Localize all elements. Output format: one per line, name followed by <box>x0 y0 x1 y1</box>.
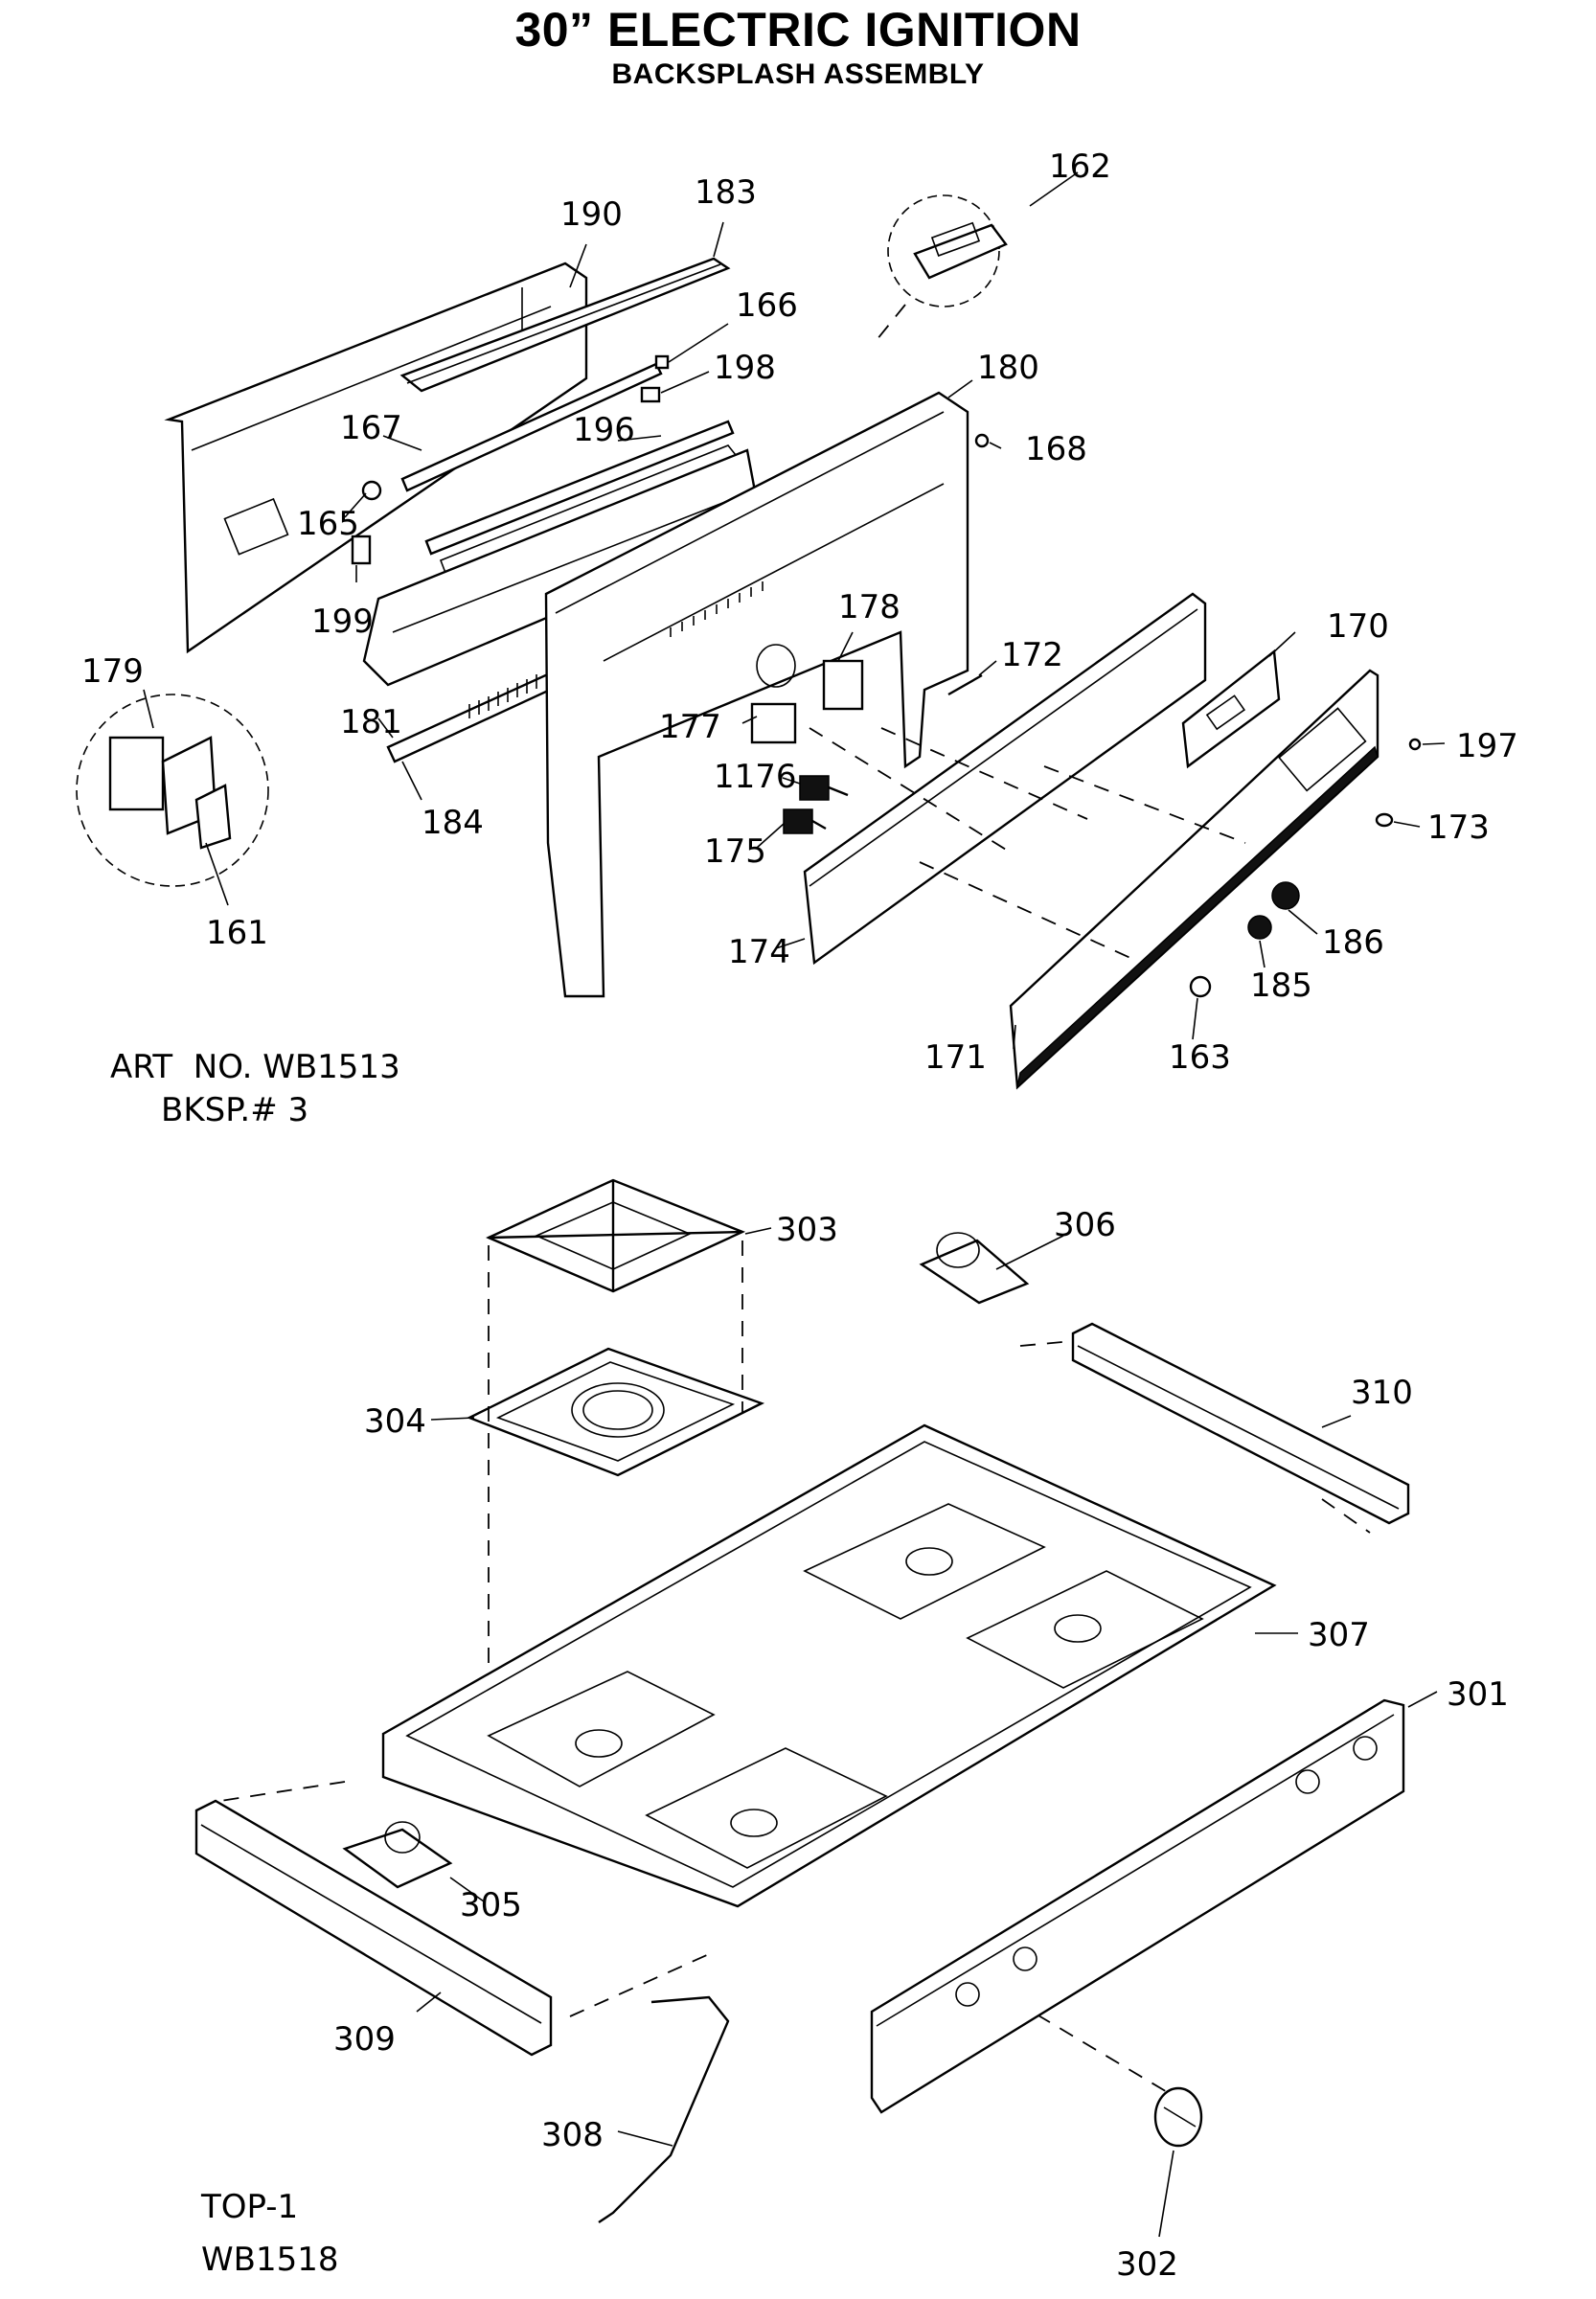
label-163: 163 <box>1169 1038 1231 1077</box>
label-310: 310 <box>1351 1374 1413 1412</box>
part-306-bracket <box>919 1232 1030 1305</box>
label-197: 197 <box>1456 727 1518 765</box>
part-199-clip <box>351 535 372 565</box>
part-1176-valve <box>799 775 849 801</box>
label-168: 168 <box>1025 430 1087 468</box>
label-184: 184 <box>422 804 484 842</box>
title-sub: BACKSPLASH ASSEMBLY <box>611 58 985 90</box>
label-162: 162 <box>1049 148 1111 186</box>
part-310-rear-trim <box>1071 1322 1410 1525</box>
label-198: 198 <box>714 349 776 387</box>
part-165-fastener <box>361 480 382 501</box>
part-172-spacer <box>947 673 983 696</box>
label-307: 307 <box>1308 1616 1370 1654</box>
label-190: 190 <box>560 195 623 234</box>
part-303-grate <box>486 1178 746 1293</box>
label-183: 183 <box>695 173 757 212</box>
part-301-manifold-panel <box>870 1698 1405 2114</box>
label-308: 308 <box>541 2116 604 2154</box>
part-166-fastener <box>654 354 670 370</box>
part-177-switch <box>750 644 797 744</box>
label-302: 302 <box>1116 2245 1178 2284</box>
label-161: 161 <box>206 914 268 952</box>
top-leader-lines <box>416 1227 1438 2238</box>
part-174-control-panel <box>803 592 1207 966</box>
part-302-knob <box>1153 2086 1203 2148</box>
label-186: 186 <box>1322 923 1384 962</box>
backsplash-guide-lines <box>809 727 1246 959</box>
part-170-clock <box>1181 649 1281 769</box>
label-177: 177 <box>659 708 721 746</box>
part-167-rail <box>400 362 663 492</box>
label-179: 179 <box>81 652 144 691</box>
label-173: 173 <box>1427 808 1490 847</box>
label-171: 171 <box>924 1038 987 1077</box>
label-1176: 1176 <box>714 758 797 796</box>
label-167: 167 <box>340 409 402 447</box>
label-306: 306 <box>1054 1206 1116 1244</box>
art-number-backsplash: ART NO. WB1513 BKSP.# 3 <box>110 1048 400 1129</box>
part-185-knob <box>1247 915 1272 940</box>
part-168-screw <box>974 433 990 448</box>
label-175: 175 <box>704 832 766 871</box>
label-180: 180 <box>977 349 1039 387</box>
label-178: 178 <box>838 588 901 626</box>
part-180-front-frame <box>544 391 969 998</box>
label-174: 174 <box>728 933 790 971</box>
part-labels: 162 183 190 166 180 198 168 167 196 165 … <box>81 148 1518 2284</box>
diagram-title: 30” ELECTRIC IGNITION BACKSPLASH ASSEMBL… <box>0 0 1596 92</box>
part-183-trim-strip <box>399 257 731 393</box>
part-197-screw <box>1408 738 1422 751</box>
label-305: 305 <box>460 1886 522 1924</box>
art-number-backsplash-line2: BKSP.# 3 <box>161 1091 308 1129</box>
label-181: 181 <box>340 703 402 741</box>
top-assembly <box>194 1178 1438 2238</box>
part-198-clip <box>640 386 661 403</box>
art-number-top: TOP-1 WB1518 <box>200 2188 338 2279</box>
part-171-trim-plate <box>1009 669 1379 1090</box>
part-305-bracket <box>342 1821 453 1889</box>
label-172: 172 <box>1001 636 1063 674</box>
part-178-switch <box>822 659 864 711</box>
part-309-front-trim <box>194 1799 553 2057</box>
part-186-knob <box>1271 881 1300 910</box>
label-309: 309 <box>333 2020 396 2059</box>
label-170: 170 <box>1327 607 1389 646</box>
part-175-valve <box>783 808 827 834</box>
detail-circle-179 <box>76 694 269 887</box>
label-196: 196 <box>573 411 635 449</box>
part-163-nut <box>1189 975 1212 998</box>
label-185: 185 <box>1250 967 1312 1005</box>
part-173-clip <box>1375 812 1394 828</box>
art-number-top-line1: TOP-1 <box>200 2188 298 2226</box>
detail-circle-162 <box>876 194 1008 341</box>
part-307-cooktop <box>381 1423 1277 1908</box>
part-304-drip-pan <box>467 1347 765 1477</box>
label-165: 165 <box>297 505 359 543</box>
art-number-top-line2: WB1518 <box>201 2241 338 2279</box>
title-main: 30” ELECTRIC IGNITION <box>514 3 1082 57</box>
backsplash-assembly <box>76 171 1446 1090</box>
art-number-backsplash-line1: ART NO. WB1513 <box>110 1048 400 1086</box>
label-304: 304 <box>364 1402 426 1441</box>
label-301: 301 <box>1447 1675 1509 1714</box>
label-166: 166 <box>736 286 798 325</box>
label-303: 303 <box>776 1211 838 1249</box>
label-199: 199 <box>311 603 374 641</box>
part-308-wire <box>598 1995 730 2223</box>
backsplash-leader-lines <box>143 171 1446 1050</box>
